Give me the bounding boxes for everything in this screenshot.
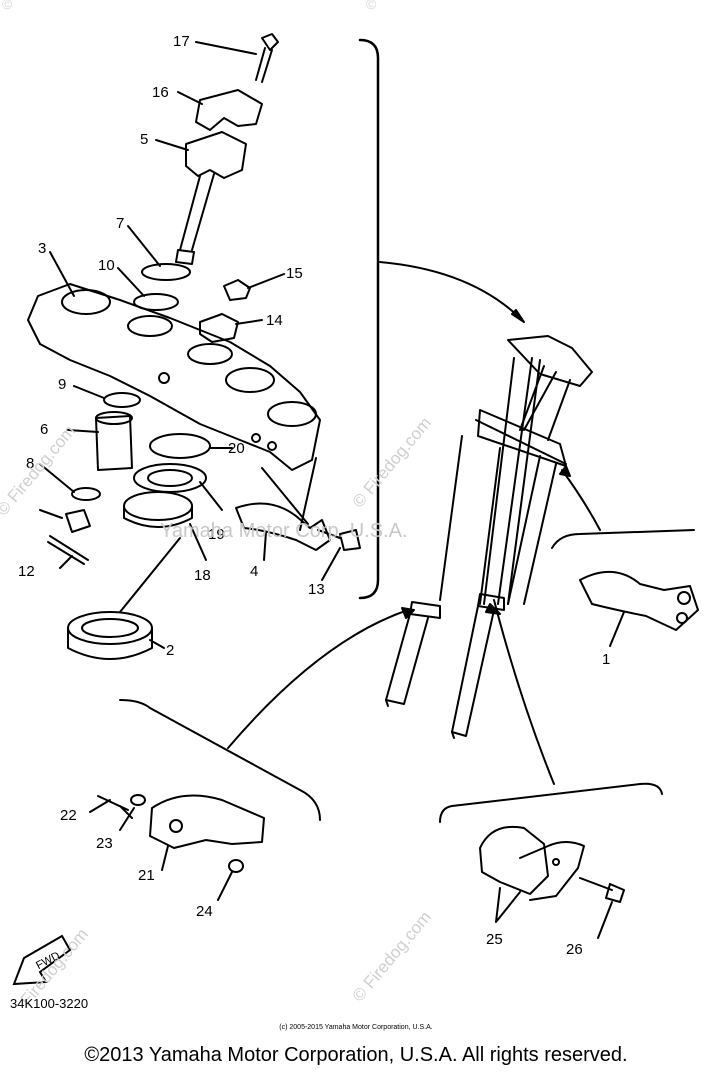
callout-5: 5 (140, 131, 148, 148)
callout-18: 18 (194, 567, 211, 584)
callout-19: 19 (208, 526, 225, 543)
callout-1: 1 (602, 651, 610, 668)
fwd-arrow-icon (12, 934, 72, 986)
callout-24: 24 (196, 903, 213, 920)
bearing-18 (123, 491, 193, 521)
callout-22: 22 (60, 807, 77, 824)
callout-7: 7 (116, 215, 124, 232)
fork-boot-guide-25 (479, 826, 585, 901)
callout-21: 21 (138, 867, 155, 884)
copyright-watermark-top-left: © (2, 0, 13, 12)
callout-4: 4 (250, 563, 258, 580)
callout-10: 10 (98, 257, 115, 274)
callout-12: 12 (18, 563, 35, 580)
handlebar-holder-5 (175, 131, 247, 265)
callout-3: 3 (38, 240, 46, 257)
yamaha-watermark: Yamaha Motor Corp. U.S.A. (160, 520, 408, 542)
cable-guide-4 (235, 502, 331, 551)
ring-nut-20 (149, 433, 211, 459)
callout-2: 2 (166, 642, 174, 659)
fork-clamp-1 (579, 570, 699, 631)
cover-19 (133, 463, 207, 493)
callout-26: 26 (566, 941, 583, 958)
washer-8 (71, 487, 101, 501)
bearing-2 (67, 611, 153, 660)
part-code: 34K100-3220 (10, 996, 89, 1011)
small-copyright: (c) 2005-2015 Yamaha Motor Corporation, … (279, 1024, 433, 1031)
footer-copyright: ©2013 Yamaha Motor Corporation, U.S.A. A… (84, 1044, 628, 1066)
front-fork-assembly (385, 335, 593, 739)
nut-11 (65, 509, 91, 533)
nut-15 (223, 279, 251, 301)
washer-9 (103, 392, 141, 408)
callout-17: 17 (173, 33, 190, 50)
callout-9: 9 (58, 376, 66, 393)
callout-6: 6 (40, 421, 48, 438)
copyright-watermark-top-right: © (366, 0, 377, 12)
cotter-pin-12 (47, 535, 89, 565)
callout-8: 8 (26, 455, 34, 472)
washer-23 (130, 794, 146, 806)
nut-14 (199, 313, 239, 343)
bolt-22 (97, 795, 133, 819)
callout-16: 16 (152, 84, 169, 101)
nut-24 (228, 859, 244, 873)
callout-20: 20 (228, 440, 245, 457)
callout-13: 13 (308, 581, 325, 598)
callout-25: 25 (486, 931, 503, 948)
callout-14: 14 (266, 312, 283, 329)
collar-6 (95, 415, 133, 471)
bolt-13 (317, 529, 361, 551)
bolt-17 (255, 33, 279, 83)
callout-23: 23 (96, 835, 113, 852)
fork-clamp-21 (149, 794, 265, 849)
handlebar-holder-upper-16 (195, 89, 263, 131)
washer-10 (133, 293, 179, 311)
upper-bracket-3 (27, 283, 321, 471)
bolt-26 (579, 877, 625, 903)
washer-7 (141, 263, 191, 281)
callout-15: 15 (286, 265, 303, 282)
